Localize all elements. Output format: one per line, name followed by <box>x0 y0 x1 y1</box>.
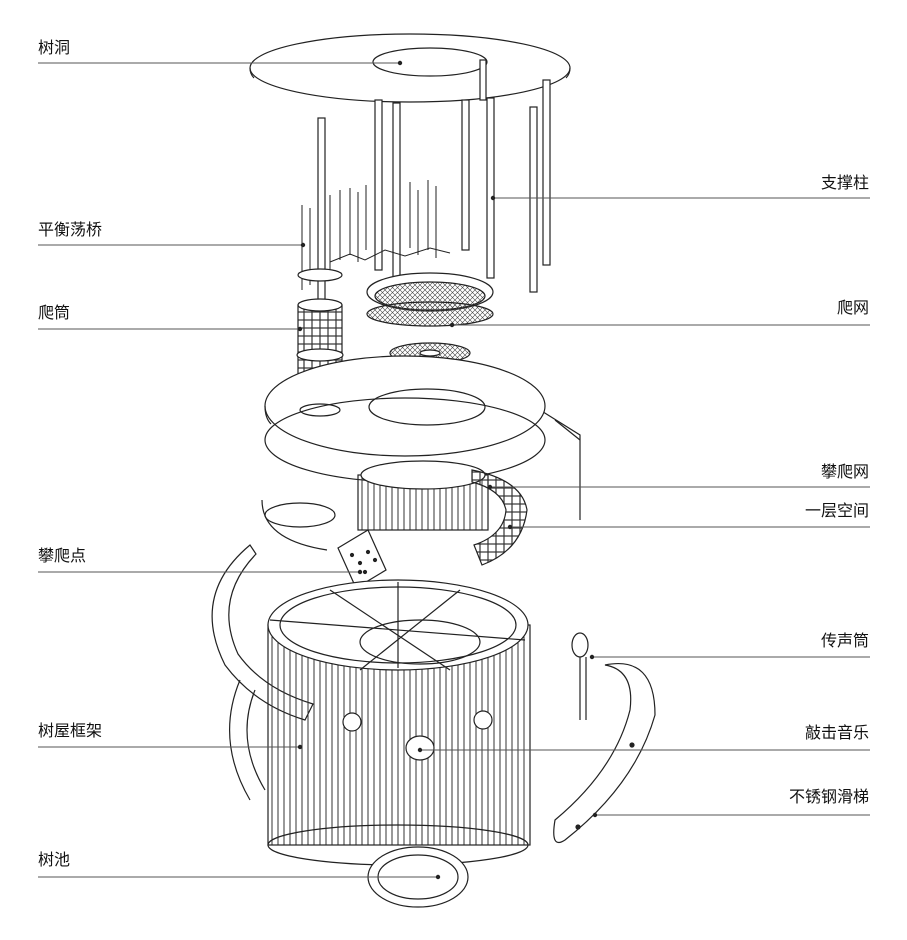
stainless-steel-slide <box>553 663 656 844</box>
climbing-holds <box>337 529 387 589</box>
label-climb-tube: 爬筒 <box>38 303 71 322</box>
label-steel-slide: 不锈钢滑梯 <box>788 787 869 806</box>
middle-floor-disk <box>264 355 581 520</box>
label-tree-hole: 树洞 <box>38 38 71 57</box>
speaking-tube <box>571 632 589 720</box>
support-columns <box>317 59 551 309</box>
first-floor-space <box>261 460 528 566</box>
label-treehouse-frame: 树屋框架 <box>38 721 103 740</box>
label-first-floor: 一层空间 <box>804 501 869 520</box>
label-climbing-holds: 攀爬点 <box>38 546 87 565</box>
label-climb-net: 爬网 <box>836 298 869 317</box>
label-balance-bridge: 平衡荡桥 <box>38 220 103 239</box>
treehouse-frame <box>228 579 531 866</box>
label-percussion-music: 敲击音乐 <box>804 723 869 742</box>
label-climbing-net: 攀爬网 <box>820 462 869 481</box>
upper-climb-net <box>366 272 494 364</box>
label-tree-pit: 树池 <box>38 850 71 869</box>
leader-lines <box>38 62 870 878</box>
label-support-column: 支撑柱 <box>820 173 869 192</box>
tree-hole-disk <box>249 33 571 103</box>
label-speaking-tube: 传声筒 <box>820 631 869 650</box>
leader-dots <box>297 60 598 880</box>
